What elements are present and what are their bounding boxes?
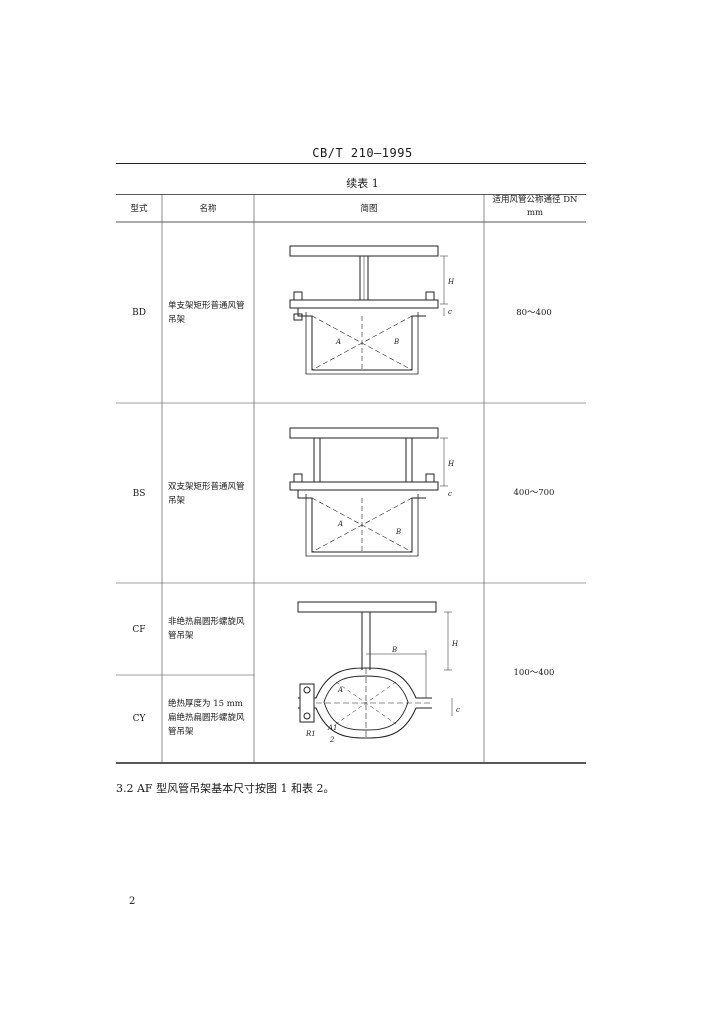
dim-label-two: 2: [329, 736, 335, 744]
diagram-bd: H A B c: [289, 245, 455, 375]
row-code-cy: CY: [132, 714, 146, 724]
col-range-header: 适用风管公称通径 DN mm: [484, 194, 586, 220]
table-title: 续表 1: [346, 177, 379, 190]
col-type-header: 型式: [130, 204, 148, 214]
row-range-bd: 80～400: [516, 308, 552, 318]
col-range-header-line1: 适用风管公称通径 DN: [492, 195, 578, 205]
col-diagram-header: 简图: [360, 204, 378, 214]
dim-label-a1: A1: [327, 724, 338, 732]
col-name-header: 名称: [199, 204, 217, 214]
dim-label-c-bs: c: [448, 490, 452, 498]
dim-label-b-cf: B: [391, 646, 397, 654]
diagram-cf-cy: H B A c R1 A1 2: [297, 601, 460, 744]
row-name-bd: 单支架矩形普通风管吊架: [168, 301, 245, 325]
row-name-bs: 双支架矩形普通风管吊架: [168, 482, 245, 506]
row-name-cy: 绝热厚度为 15 mm 扁绝热扁圆形螺旋风管吊架: [168, 699, 245, 737]
row-code-cf: CF: [132, 625, 146, 635]
dim-label-a-bs: A: [337, 520, 343, 528]
dim-label-h-bs: H: [447, 460, 455, 468]
dim-label-r1: R1: [305, 730, 316, 738]
dim-label-c-cf: c: [456, 706, 460, 714]
row-code-bs: BS: [132, 489, 146, 499]
header-rule: [116, 163, 586, 164]
row-range-bs: 400～700: [513, 488, 555, 498]
col-range-header-line2: mm: [526, 208, 544, 218]
dim-label-a: A: [335, 338, 341, 346]
dim-label-a-cf: A: [337, 686, 343, 694]
section-3-2-text: 3.2 AF 型风管吊架基本尺寸按图 1 和表 2。: [116, 782, 335, 795]
dim-label-c: c: [448, 308, 452, 316]
row-code-bd: BD: [132, 308, 146, 318]
page-number: 2: [129, 896, 136, 907]
table-grid: [116, 194, 586, 764]
diagram-bs: H A B c: [289, 427, 455, 557]
dim-label-b-bs: B: [395, 528, 401, 536]
row-name-cf: 非绝热扁圆形螺旋风管吊架: [168, 617, 245, 641]
dim-label-h: H: [447, 278, 455, 286]
row-range-cf-cy: 100～400: [513, 668, 555, 678]
dim-label-h-cf: H: [451, 640, 459, 648]
standard-code: CB/T 210—1995: [312, 146, 413, 160]
dim-label-b: B: [393, 338, 399, 346]
hanger-table: 型式 名称 简图 适用风管公称通径 DN mm BD 单支架矩形普通风管吊架 8…: [116, 194, 586, 764]
